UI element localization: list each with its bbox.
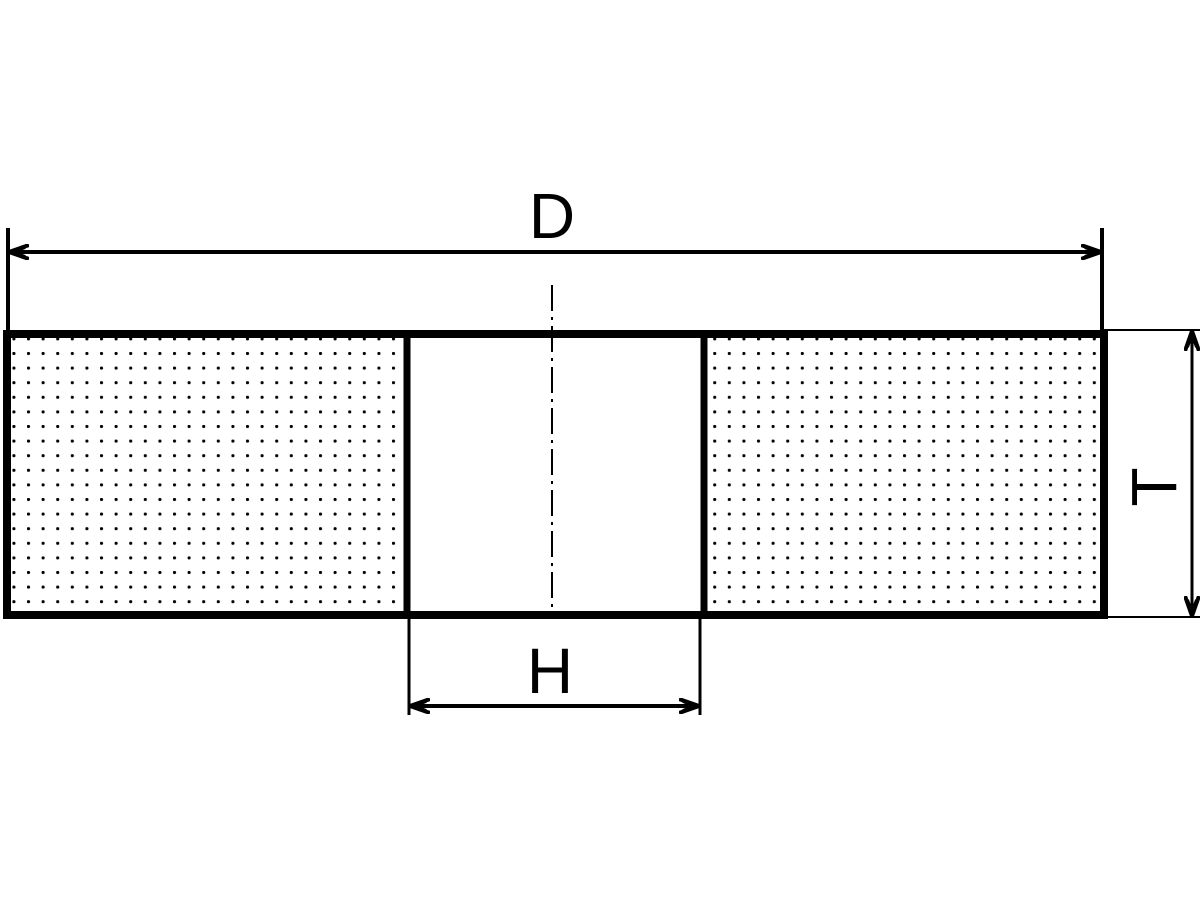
right-section-fill	[708, 338, 1100, 612]
wheel-outline	[3, 330, 1108, 619]
left-section-fill	[12, 338, 404, 612]
t-label: T	[1118, 467, 1190, 506]
h-label: H	[527, 635, 573, 707]
d-label: D	[529, 180, 575, 252]
